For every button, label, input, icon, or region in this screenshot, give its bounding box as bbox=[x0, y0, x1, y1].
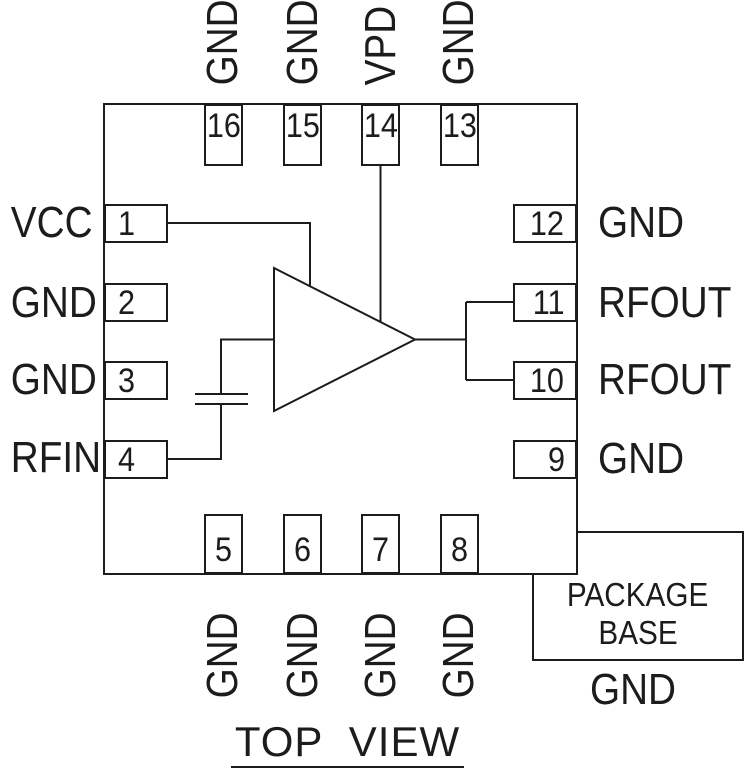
pin-16-label: GND bbox=[198, 0, 247, 86]
pin-10: 10 bbox=[513, 361, 577, 400]
pin-6-label: GND bbox=[278, 612, 327, 699]
pin-13-label: GND bbox=[434, 0, 483, 86]
pin-3-number: 3 bbox=[117, 361, 135, 400]
rfout-net-wire bbox=[415, 301, 513, 381]
pin-5: 5 bbox=[204, 514, 243, 574]
rfin-net-wire-upper bbox=[220, 338, 274, 394]
pin-15-number: 15 bbox=[285, 107, 320, 145]
pin-3-label: GND bbox=[10, 355, 97, 404]
top-view-caption: TOP VIEW bbox=[231, 721, 464, 768]
pin-4-label: RFIN bbox=[10, 433, 102, 482]
pin-6-number: 6 bbox=[293, 531, 312, 569]
rfin-net-wire bbox=[168, 404, 222, 460]
pin-5-number: 5 bbox=[214, 531, 233, 569]
pin-16-number: 16 bbox=[206, 107, 241, 145]
pin-13: 13 bbox=[440, 104, 479, 166]
pin-8: 8 bbox=[440, 514, 479, 574]
pin-9: 9 bbox=[513, 440, 577, 479]
pin-9-label: GND bbox=[598, 434, 685, 483]
pin-7: 7 bbox=[361, 514, 400, 574]
pin-15-label: GND bbox=[278, 0, 327, 86]
pin-4: 4 bbox=[104, 440, 168, 479]
pin-1-number: 1 bbox=[117, 204, 135, 243]
pin-14: 14 bbox=[361, 104, 400, 166]
pin-2-label: GND bbox=[10, 278, 97, 327]
package-base-label: PACKAGE BASE bbox=[533, 532, 743, 660]
pin-2-number: 2 bbox=[117, 283, 135, 322]
pin-3: 3 bbox=[104, 361, 168, 400]
pin-15: 15 bbox=[283, 104, 322, 166]
pin-11: 11 bbox=[513, 283, 577, 322]
package-base-label-line1: PACKAGE bbox=[567, 576, 709, 613]
pin-1: 1 bbox=[104, 204, 168, 243]
pin-13-number: 13 bbox=[442, 107, 477, 145]
package-base-label-line2: BASE bbox=[598, 614, 678, 651]
pin-1-label: VCC bbox=[10, 198, 93, 247]
pin-11-number: 11 bbox=[532, 283, 565, 322]
amplifier-symbol bbox=[273, 266, 418, 413]
package-base-ground-label: GND bbox=[589, 665, 677, 714]
pin-2: 2 bbox=[104, 283, 168, 322]
pin-6: 6 bbox=[283, 514, 322, 574]
pin-12-label: GND bbox=[598, 198, 685, 247]
pin-7-label: GND bbox=[356, 612, 405, 699]
pin-14-number: 14 bbox=[363, 107, 398, 145]
pin-11-label: RFOUT bbox=[598, 278, 732, 327]
pin-10-label: RFOUT bbox=[598, 355, 732, 404]
pin-12-number: 12 bbox=[530, 204, 565, 243]
pin-8-number: 8 bbox=[450, 531, 469, 569]
pin-12: 12 bbox=[513, 204, 577, 243]
pin-14-label: VPD bbox=[356, 5, 405, 86]
pin-4-number: 4 bbox=[117, 440, 135, 479]
pin-7-number: 7 bbox=[371, 531, 390, 569]
vcc-net-wire bbox=[168, 222, 311, 289]
pin-10-number: 10 bbox=[530, 361, 565, 400]
pin-5-label: GND bbox=[198, 612, 247, 699]
pin-9-number: 9 bbox=[548, 440, 566, 479]
capacitor-symbol bbox=[195, 393, 248, 405]
pin-16: 16 bbox=[204, 104, 243, 166]
pin-8-label: GND bbox=[434, 612, 483, 699]
